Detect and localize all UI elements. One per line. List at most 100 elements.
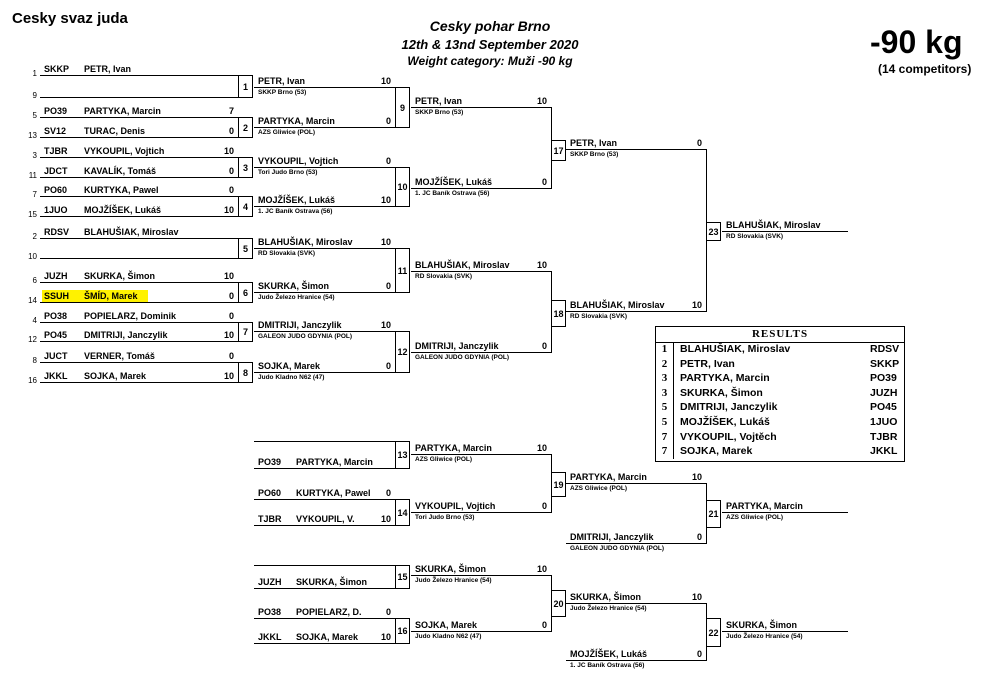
seed-number: 10 bbox=[28, 252, 37, 261]
result-code: RDSV bbox=[870, 343, 900, 355]
quarter-slot-score: 0 bbox=[541, 177, 547, 187]
competitor-count: (14 competitors) bbox=[878, 62, 972, 76]
club-code: PO38 bbox=[44, 311, 68, 321]
bracket-line bbox=[40, 258, 238, 259]
match-number: 21 bbox=[706, 500, 721, 528]
rep-slot-club: 1. JC Baník Ostrava (56) bbox=[570, 662, 645, 669]
club-code: JDCT bbox=[44, 166, 68, 176]
result-code: TJBR bbox=[870, 430, 898, 443]
match-number: 15 bbox=[395, 565, 410, 589]
bracket-line bbox=[40, 216, 238, 217]
rep-slot-score: 10 bbox=[691, 472, 702, 482]
seed-number: 16 bbox=[28, 376, 37, 385]
r2-bottom-score: 0 bbox=[385, 281, 391, 291]
result-code: JUZH bbox=[870, 386, 898, 399]
bracket-line bbox=[40, 157, 238, 158]
bracket-line bbox=[254, 565, 395, 566]
seed-number: 15 bbox=[28, 210, 37, 219]
competitor-name: VYKOUPIL, Vojtich bbox=[84, 146, 165, 156]
r2-top-score: 10 bbox=[380, 237, 391, 247]
rep-slot-club: Judo Železo Hranice (54) bbox=[415, 577, 492, 584]
bracket-line bbox=[566, 483, 706, 484]
seed-number: 11 bbox=[28, 171, 37, 180]
match-number: 22 bbox=[706, 618, 721, 647]
club-code: PO45 bbox=[44, 330, 68, 340]
seed-number: 1 bbox=[32, 69, 37, 78]
bracket-line bbox=[254, 206, 395, 207]
match-number: 10 bbox=[395, 167, 410, 207]
bracket-line bbox=[411, 271, 551, 272]
result-name: SKURKA, Šimon bbox=[680, 386, 763, 399]
semi-slot-score: 0 bbox=[696, 138, 702, 148]
r2-top-score: 0 bbox=[385, 156, 391, 166]
bronze-slot-club: AZS Gliwice (POL) bbox=[726, 514, 784, 521]
results-header: RESULTS bbox=[656, 327, 904, 343]
weight-class: -90 kg bbox=[870, 24, 963, 60]
bracket-line bbox=[254, 525, 395, 526]
quarter-slot-score: 10 bbox=[536, 96, 547, 106]
competitor-score: 10 bbox=[223, 371, 234, 381]
match-number: 9 bbox=[395, 87, 410, 128]
match-number: 4 bbox=[238, 196, 253, 217]
seed-number: 3 bbox=[32, 151, 37, 160]
club-code: TJBR bbox=[44, 146, 68, 156]
competitor-score: 7 bbox=[228, 106, 234, 116]
r2-bottom-name: SOJKA, Marek bbox=[258, 361, 321, 371]
result-rank: 3 bbox=[656, 385, 674, 401]
bracket-line bbox=[411, 107, 551, 108]
club-code: PO60 bbox=[44, 185, 68, 195]
result-code: JKKL bbox=[870, 445, 898, 458]
seed-number: 7 bbox=[32, 190, 37, 199]
semi-slot-name: PETR, Ivan bbox=[570, 138, 618, 148]
rep-slot-score: 10 bbox=[691, 592, 702, 602]
bracket-line bbox=[40, 97, 238, 98]
rep-slot-name: PARTYKA, Marcin bbox=[570, 472, 647, 482]
competitor-name: POPIELARZ, D. bbox=[296, 607, 362, 617]
rep-slot-club: Judo Kladno N62 (47) bbox=[415, 633, 482, 640]
club-code: SSUH bbox=[44, 291, 70, 301]
r2-top-score: 10 bbox=[380, 320, 391, 330]
bracket-line bbox=[254, 499, 395, 500]
competitor-name: POPIELARZ, Dominik bbox=[84, 311, 177, 321]
organization-name: Cesky svaz juda bbox=[12, 10, 128, 27]
bracket-line bbox=[254, 643, 395, 644]
competitor-name: TURAC, Denis bbox=[84, 126, 146, 136]
bracket-line bbox=[254, 468, 395, 469]
rep-slot-score: 0 bbox=[696, 649, 702, 659]
competitor-score: 0 bbox=[228, 185, 234, 195]
event-title: Cesky pohar Brno bbox=[429, 18, 551, 34]
result-rank: 1 bbox=[656, 342, 674, 357]
result-name: DMITRIJI, Janczylik bbox=[680, 401, 778, 414]
competitor-name: KAVALÍK, Tomáš bbox=[84, 166, 157, 176]
match-number: 5 bbox=[238, 238, 253, 259]
result-name: PETR, Ivan bbox=[680, 357, 735, 370]
match-number: 2 bbox=[238, 117, 253, 138]
club-code: 1JUO bbox=[44, 205, 68, 215]
bracket-line bbox=[411, 352, 551, 353]
bracket-line bbox=[254, 441, 395, 442]
match-number: 20 bbox=[551, 590, 566, 617]
competitor-name: KURTYKA, Pawel bbox=[296, 488, 371, 498]
bracket-line bbox=[254, 167, 395, 168]
final-slot-club: RD Slovakia (SVK) bbox=[726, 233, 784, 240]
rep-slot-club: GALEON JUDO GDYNIA (POL) bbox=[570, 545, 665, 552]
bracket-line bbox=[254, 331, 395, 332]
competitor-name: MOJŽÍŠEK, Lukáš bbox=[84, 205, 162, 215]
competitor-score: 0 bbox=[228, 351, 234, 361]
club-code: SV12 bbox=[44, 126, 67, 136]
bracket-line bbox=[566, 311, 706, 312]
rep-slot-name: SKURKA, Šimon bbox=[415, 564, 487, 574]
weight-category: Weight category: Muži -90 kg bbox=[407, 54, 573, 68]
rep-slot-name: MOJŽÍŠEK, Lukáš bbox=[570, 649, 648, 659]
r2-bottom-club: Judo Kladno N62 (47) bbox=[258, 374, 325, 381]
competitor-score: 10 bbox=[223, 146, 234, 156]
competitor-name: PARTYKA, Marcin bbox=[84, 106, 161, 116]
result-rank: 3 bbox=[656, 371, 674, 386]
seed-number: 5 bbox=[32, 111, 37, 120]
event-date: 12th & 13nd September 2020 bbox=[401, 37, 579, 52]
rep-slot-name: SOJKA, Marek bbox=[415, 620, 478, 630]
club-code: JUCT bbox=[44, 351, 68, 361]
r2-bottom-score: 0 bbox=[385, 116, 391, 126]
bracket-line bbox=[722, 512, 848, 513]
